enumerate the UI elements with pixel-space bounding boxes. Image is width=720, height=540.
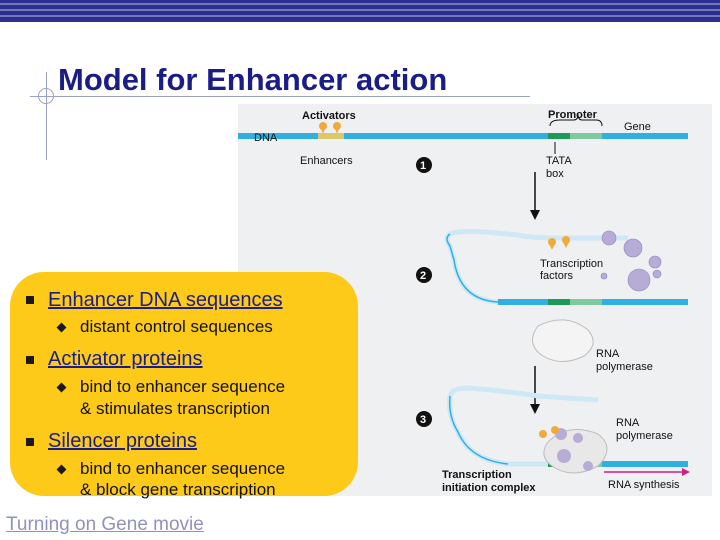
- rna-polymerase-blob: [532, 319, 594, 362]
- bullet-diamond-icon: [56, 382, 67, 393]
- step-arrow-1: [530, 172, 540, 220]
- step-arrow-2: [530, 366, 540, 414]
- label-transcription: Transcription: [540, 258, 603, 270]
- bullet-diamond-icon: [56, 322, 67, 333]
- step-1-number: 1: [420, 160, 426, 172]
- step-1-badge: [416, 157, 432, 173]
- bullet-square-icon: [26, 438, 34, 446]
- bullet-sub-silencer-line1: bind to enhancer sequence: [80, 459, 286, 478]
- title-vertical-line: [46, 72, 47, 160]
- label-dna: DNA: [254, 132, 278, 144]
- bullet-sub-enhancer: distant control sequences: [80, 317, 273, 336]
- promoter-bracket: [549, 113, 603, 127]
- step-2-badge: [416, 267, 432, 283]
- step-3-number: 3: [420, 414, 426, 426]
- label-tic-line2: initiation complex: [442, 482, 536, 494]
- dna-strand-2: [444, 228, 688, 305]
- activator-proteins-2: [548, 236, 570, 250]
- label-rna: RNA: [596, 348, 620, 360]
- movie-link[interactable]: Turning on Gene movie: [6, 514, 204, 535]
- bullet-sub-silencer-line2: & block gene transcription: [80, 480, 276, 499]
- label-polymerase-2: polymerase: [616, 430, 673, 442]
- bullet-heading-enhancer: Enhancer DNA sequences: [48, 289, 283, 311]
- top-bar: [0, 0, 720, 22]
- label-enhancers: Enhancers: [300, 155, 353, 167]
- bullet-heading-silencer: Silencer proteins: [48, 430, 197, 452]
- label-activators: Activators: [302, 110, 356, 122]
- title-underline: [30, 96, 530, 97]
- label-rna-2: RNA: [616, 417, 640, 429]
- activator-proteins-1: [318, 122, 344, 139]
- bullet-diamond-icon: [56, 464, 67, 475]
- label-tic-line1: Transcription: [442, 469, 512, 481]
- title-crosshair-icon: [38, 88, 54, 104]
- bullet-sub-activator-line2: & stimulates transcription: [80, 399, 270, 418]
- page-title: Model for Enhancer action: [58, 62, 448, 97]
- label-gene: Gene: [624, 121, 651, 133]
- bullet-heading-activator: Activator proteins: [48, 348, 203, 370]
- label-promoter: Promoter: [548, 109, 598, 121]
- label-factors: factors: [540, 270, 574, 282]
- rna-synthesis-arrow: [604, 468, 690, 476]
- initiation-complex: [539, 426, 608, 474]
- label-box: box: [546, 168, 564, 180]
- bullet-square-icon: [26, 356, 34, 364]
- bullet-panel: Enhancer DNA sequences distant control s…: [10, 272, 358, 499]
- transcription-factors: [600, 230, 662, 292]
- label-rna-synthesis: RNA synthesis: [608, 479, 680, 491]
- step-2-number: 2: [420, 270, 426, 282]
- label-polymerase: polymerase: [596, 361, 653, 373]
- bullet-square-icon: [26, 296, 34, 304]
- dna-strand-1: [238, 133, 688, 139]
- label-tata: TATA: [546, 155, 572, 167]
- bullet-sub-activator-line1: bind to enhancer sequence: [80, 377, 286, 396]
- step-3-badge: [416, 411, 432, 427]
